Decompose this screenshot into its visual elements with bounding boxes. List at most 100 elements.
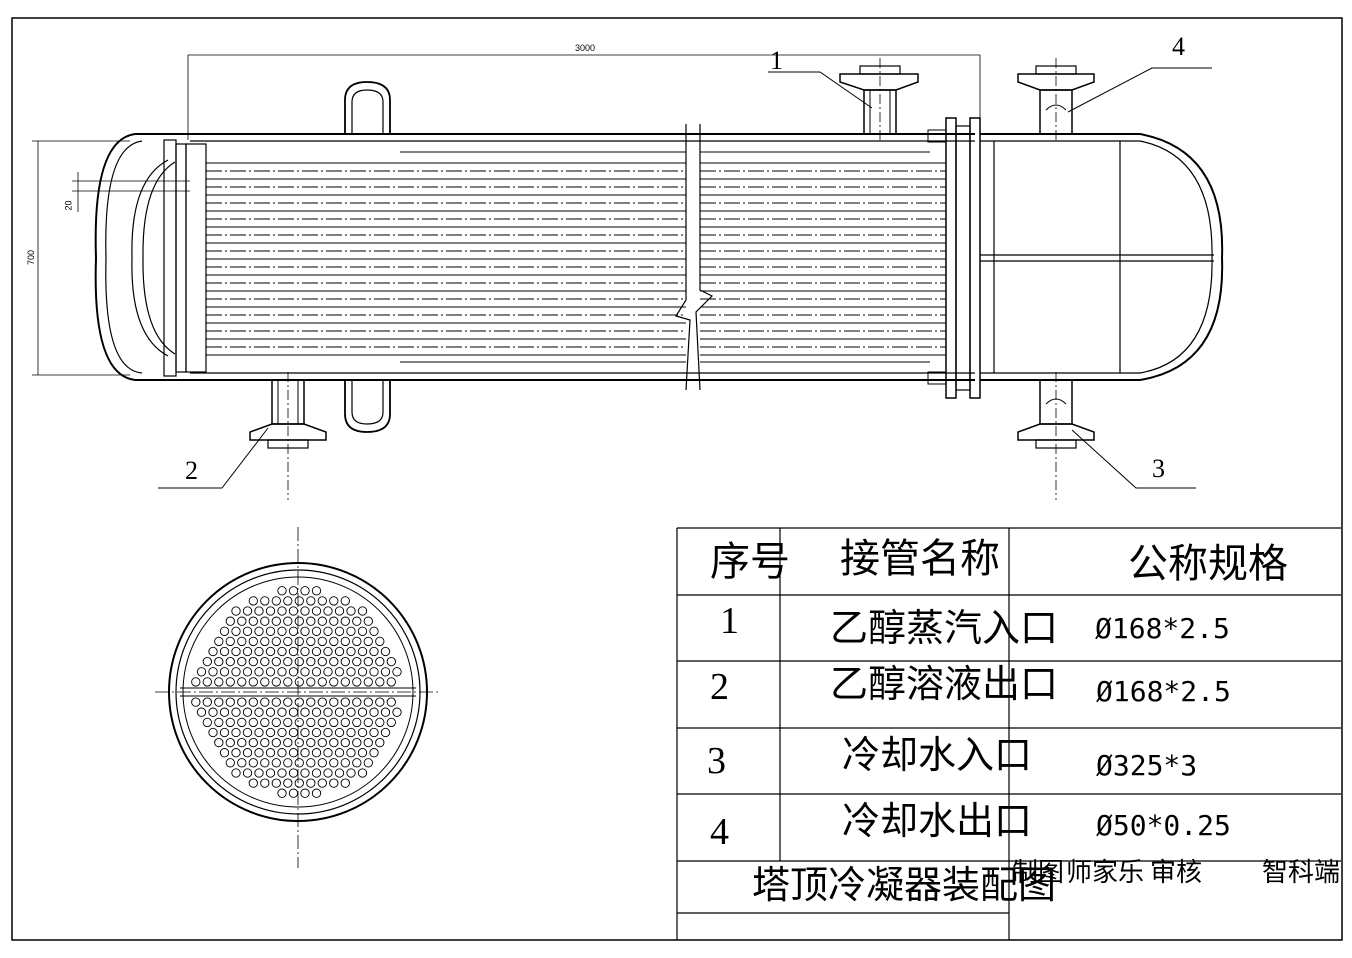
nozzle-1	[839, 58, 919, 142]
tube-hole	[260, 656, 270, 667]
tube-hole	[237, 616, 247, 626]
tube-hole	[219, 727, 230, 738]
tube-hole	[248, 616, 258, 626]
tube-hole	[357, 768, 368, 778]
tube-hole	[363, 636, 373, 647]
tube-hole	[329, 778, 339, 788]
tube-hole	[288, 768, 299, 778]
tube-hole	[283, 778, 293, 788]
tube-hole	[340, 677, 350, 687]
tube-hole	[283, 656, 293, 667]
tube-hole	[306, 697, 316, 707]
tube-hole	[271, 778, 281, 788]
tube-hole	[288, 626, 299, 636]
tube-hole	[300, 748, 310, 758]
tube-hole	[300, 788, 310, 798]
tube-hole	[375, 717, 385, 728]
tube-hole	[237, 677, 247, 687]
tube-hole	[248, 737, 258, 748]
tube-hole	[306, 717, 316, 728]
nozzle-3	[1017, 372, 1095, 500]
tube-hole	[225, 758, 235, 768]
tube-hole	[260, 616, 270, 626]
tube-hole	[334, 707, 345, 717]
tube-hole	[202, 697, 212, 707]
tube-hole	[346, 707, 356, 717]
tube-hole	[334, 667, 345, 677]
tube-hole	[231, 748, 241, 758]
nozzle-2	[249, 372, 327, 500]
tube-hole	[352, 697, 362, 707]
tube-hole	[214, 737, 224, 748]
tube-hole	[271, 616, 281, 626]
tube-hole	[363, 737, 373, 748]
tube-hole	[334, 727, 345, 738]
tube-hole	[254, 707, 264, 717]
tube-hole	[219, 707, 230, 717]
tube-hole	[357, 646, 368, 657]
tube-hole	[196, 667, 207, 677]
tube-hole	[311, 748, 322, 758]
tube-hole	[306, 758, 316, 768]
tube-hole	[283, 616, 293, 626]
tube-hole	[352, 758, 362, 768]
tube-hole	[237, 697, 247, 707]
tube-hole	[311, 727, 322, 738]
tube-hole	[248, 596, 258, 606]
tube-hole	[248, 697, 258, 707]
tube-hole	[208, 646, 218, 657]
tube-hole	[363, 616, 373, 626]
tube-hole	[329, 697, 339, 707]
drawn-label: 制图	[1012, 858, 1065, 888]
tube-hole	[317, 717, 327, 728]
tube-hole	[271, 677, 281, 687]
tube-hole	[369, 646, 379, 657]
tube-hole	[237, 758, 247, 768]
tube-hole	[248, 677, 258, 687]
tube-hole	[294, 677, 304, 687]
callout-3: 3	[1152, 454, 1165, 483]
tube-hole	[346, 646, 356, 657]
row-2-name: 乙醇溶液出口	[830, 662, 1059, 706]
tube-hole	[231, 707, 241, 717]
tube-hole	[329, 616, 339, 626]
tube-hole	[254, 646, 264, 657]
tube-hole	[380, 727, 391, 738]
tube-hole	[352, 677, 362, 687]
tube-hole	[271, 717, 281, 728]
tube-hole	[288, 667, 299, 677]
dimensions	[32, 54, 981, 376]
tube-hole	[357, 667, 368, 677]
tube-hole	[265, 707, 276, 717]
row-3-no: 3	[707, 740, 726, 782]
tube-hole	[357, 707, 368, 717]
tube-hole	[283, 596, 293, 606]
tube-hole	[386, 717, 396, 728]
tube-hole	[300, 667, 310, 677]
tube-hole	[271, 596, 281, 606]
shell	[94, 81, 1224, 433]
tube-hole	[202, 656, 212, 667]
tube-hole	[214, 697, 224, 707]
tube-hole	[265, 748, 276, 758]
tube-hole	[288, 727, 299, 738]
row-2-no: 2	[710, 666, 729, 708]
tube-hole	[225, 677, 235, 687]
tube-hole	[265, 646, 276, 657]
tube-hole	[306, 656, 316, 667]
tube-hole	[369, 707, 379, 717]
tube-hole	[386, 656, 396, 667]
tube-hole	[300, 606, 310, 616]
tube-hole	[352, 656, 362, 667]
table-header-no: 序号	[710, 539, 790, 585]
tube-hole	[237, 636, 247, 647]
tube-hole	[225, 636, 235, 647]
tube-hole	[242, 707, 253, 717]
tube-hole	[288, 748, 299, 758]
row-4-no: 4	[710, 811, 729, 853]
tube-hole	[300, 707, 310, 717]
tube-hole	[248, 636, 258, 647]
tube-hole	[317, 697, 327, 707]
tube-hole	[277, 626, 287, 636]
tube-hole	[237, 737, 247, 748]
